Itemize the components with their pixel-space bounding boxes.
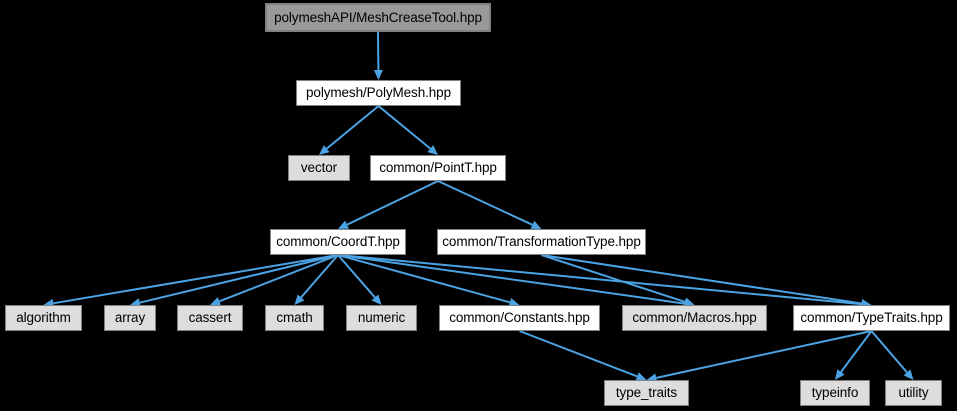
edge-meshcreasetool-to-polymesh [373,31,383,80]
edge-polymesh-to-pointt [377,105,438,155]
node-array[interactable]: array [104,305,156,331]
node-numeric[interactable]: numeric [346,305,417,331]
edge-coordt-to-constants [337,254,520,307]
node-label: utility [898,385,929,401]
node-label: numeric [357,310,406,326]
edge-transformation-to-typetraits [541,254,872,308]
node-label: polymeshAPI/MeshCreaseTool.hpp [274,9,482,25]
edge-pointt-to-transformation [437,180,542,229]
node-label: common/TransformationType.hpp [442,234,641,250]
edge-coordt-to-typetraits [337,254,872,309]
node-type_traits[interactable]: type_traits [604,380,689,406]
node-utility[interactable]: utility [885,380,942,406]
edge-coordt-to-array [130,254,339,308]
node-typeinfo[interactable]: typeinfo [800,380,870,406]
node-label: vector [300,160,338,176]
node-constants[interactable]: common/Constants.hpp [439,305,600,331]
node-cmath[interactable]: cmath [265,305,324,331]
node-transformation[interactable]: common/TransformationType.hpp [437,229,646,255]
node-pointt[interactable]: common/PointT.hpp [370,155,506,181]
edge-typetraits-to-typeinfo [835,330,873,380]
node-algorithm[interactable]: algorithm [5,305,82,331]
node-label: cassert [188,310,232,326]
edge-transformation-to-macros [541,254,695,307]
node-label: common/TypeTraits.hpp [800,310,943,326]
node-label: polymesh/PolyMesh.hpp [306,85,451,101]
node-typetraits[interactable]: common/TypeTraits.hpp [793,305,950,331]
node-meshcreasetool[interactable]: polymeshAPI/MeshCreaseTool.hpp [265,3,491,32]
node-cassert[interactable]: cassert [177,305,243,331]
node-label: algorithm [16,310,71,326]
edge-coordt-to-numeric [337,254,382,305]
edge-constants-to-type_traits [519,330,647,381]
node-macros[interactable]: common/Macros.hpp [622,305,767,331]
node-polymesh[interactable]: polymesh/PolyMesh.hpp [296,80,461,106]
edge-typetraits-to-type_traits [646,330,872,383]
node-label: common/CoordT.hpp [276,234,400,250]
node-label: type_traits [615,385,678,401]
edge-coordt-to-cmath [294,254,339,305]
node-label: common/PointT.hpp [379,160,497,176]
edge-coordt-to-macros [337,254,695,309]
node-vector[interactable]: vector [288,155,350,181]
edge-pointt-to-coordt [338,180,439,229]
edge-typetraits-to-utility [870,330,914,380]
node-label: common/Macros.hpp [632,310,757,326]
node-label: typeinfo [811,385,859,401]
node-label: common/Constants.hpp [449,310,590,326]
edge-polymesh-to-vector [319,105,380,155]
node-label: array [114,310,146,326]
edge-coordt-to-cassert [210,254,339,306]
edge-coordt-to-algorithm [43,254,339,308]
node-coordt[interactable]: common/CoordT.hpp [270,229,406,255]
node-label: cmath [276,310,313,326]
